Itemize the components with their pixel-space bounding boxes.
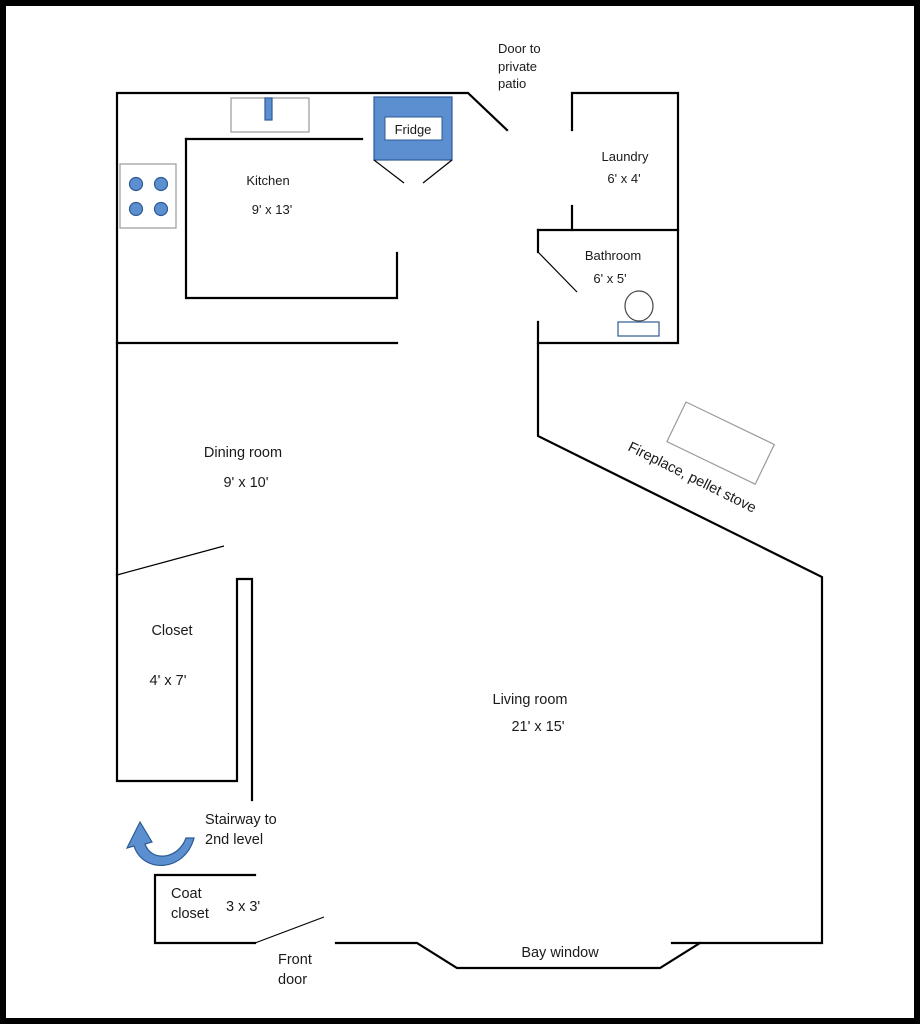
bath-door-swing [537, 251, 578, 293]
coat-closet-line2: closet [171, 906, 209, 922]
bay-window-wall [334, 941, 702, 970]
stair-arrow-icon [125, 820, 195, 866]
front-door-swing [254, 916, 325, 944]
closet-name: Closet [151, 623, 192, 639]
front-door-line2: door [278, 972, 307, 988]
burner [153, 176, 169, 192]
laundry-size: 6' x 4' [607, 171, 640, 186]
kitchen-name: Kitchen [246, 173, 289, 188]
toilet [617, 290, 660, 337]
bathroom-size: 6' x 5' [593, 271, 626, 286]
bathroom-name: Bathroom [585, 248, 641, 263]
stairway-line2: 2nd level [205, 832, 263, 848]
bay-window-label: Bay window [521, 945, 599, 961]
dining-size: 9' x 10' [223, 475, 268, 491]
stove-top [119, 163, 177, 229]
stove [119, 163, 177, 229]
kitchen-size: 9' x 13' [252, 202, 292, 217]
closet-walls [115, 573, 254, 802]
walls [115, 91, 824, 970]
toilet-bowl [624, 290, 654, 322]
door-patio-line3: patio [498, 76, 526, 91]
closet-door-swing [116, 545, 225, 576]
kitchen-counter-wall [184, 137, 399, 300]
pellet-stove [666, 401, 776, 485]
fridge-label-box [384, 116, 443, 141]
living-size: 21' x 15' [511, 719, 564, 735]
front-door-line1: Front [278, 952, 312, 968]
burner [128, 201, 144, 217]
fridge-door-swing [422, 159, 453, 184]
coat-closet-size: 3 x 3' [226, 899, 260, 915]
door-patio-line1: Door to [498, 41, 541, 56]
kitchen-outer-wall [115, 91, 509, 345]
toilet-tank [617, 321, 660, 337]
fridge-label: Fridge [395, 122, 432, 137]
laundry-bath-wall [536, 91, 680, 345]
sink-faucet [264, 97, 273, 121]
stairway-line1: Stairway to [205, 812, 277, 828]
fireplace-right-wall [536, 341, 824, 945]
fridge: Fridge [373, 96, 453, 184]
fridge-door-swing [373, 159, 405, 184]
sink [230, 97, 310, 133]
door-patio-line2: private [498, 59, 537, 74]
burner [128, 176, 144, 192]
laundry-name: Laundry [602, 149, 649, 164]
dining-name: Dining room [204, 445, 282, 461]
coat-closet-line1: Coat [171, 886, 202, 902]
coat-closet-wall [153, 873, 257, 945]
closet-size: 4' x 7' [150, 673, 187, 689]
burner [153, 201, 169, 217]
living-name: Living room [493, 692, 568, 708]
